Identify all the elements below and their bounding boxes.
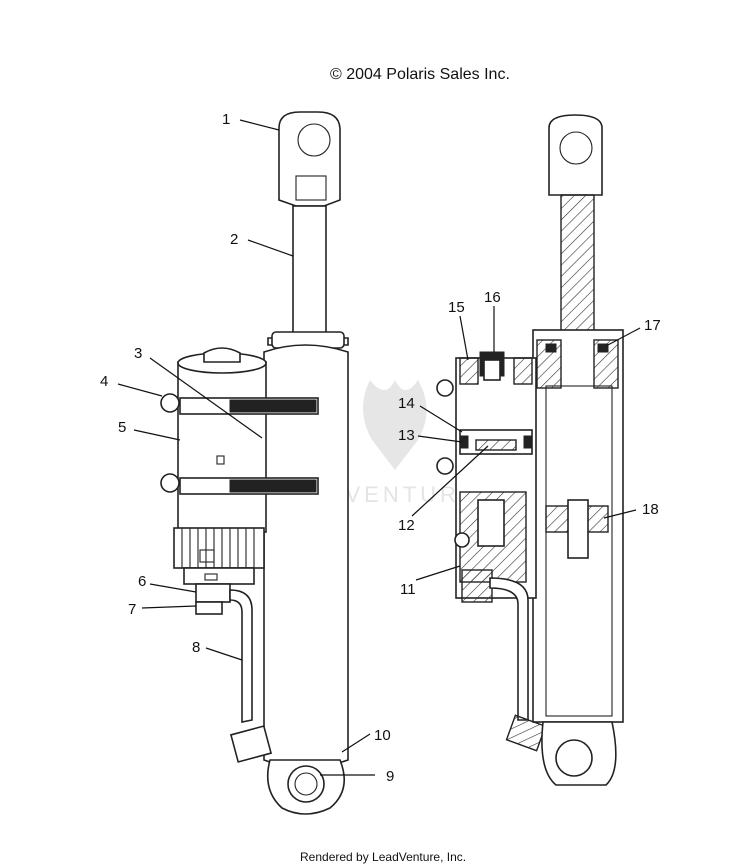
clamp-screw-lower: [160, 473, 180, 493]
callout-12: 12: [398, 517, 415, 534]
callout-labels: 1 2 3 4 5 6 7 8 9 10 11 12 13 14 15 16 1…: [100, 111, 661, 785]
callout-6: 6: [138, 573, 146, 590]
callout-14: 14: [398, 395, 415, 412]
lower-bushing: [287, 765, 325, 803]
right-shock-section: [436, 114, 624, 786]
leader-lines: [117, 119, 641, 776]
hose: [229, 589, 253, 723]
callout-2: 2: [230, 231, 238, 248]
callout-4: 4: [100, 373, 108, 390]
callout-9: 9: [386, 768, 394, 785]
reservoir: [177, 361, 267, 533]
footer-text: Rendered by LeadVenture, Inc.: [300, 850, 467, 864]
callout-8: 8: [192, 639, 200, 656]
left-shock-assembly: [160, 111, 349, 815]
hose-adapter: [229, 725, 273, 763]
callout-17: 17: [644, 317, 661, 334]
clamp-screw-upper: [160, 393, 180, 413]
callout-1: 1: [222, 111, 230, 128]
fitting-nut: [195, 601, 223, 615]
piston-rod: [292, 205, 327, 335]
callout-16: 16: [484, 289, 501, 306]
callout-13: 13: [398, 427, 415, 444]
reservoir-cap-ring: [173, 527, 265, 569]
section-rod-eye: [548, 114, 603, 196]
hose-fitting: [195, 583, 231, 603]
callout-5: 5: [118, 419, 126, 436]
callout-7: 7: [128, 601, 136, 618]
callout-15: 15: [448, 299, 465, 316]
callout-10: 10: [374, 727, 391, 744]
rod-eye: [278, 111, 341, 207]
callout-11: 11: [400, 581, 416, 598]
copyright-text: © 2004 Polaris Sales Inc.: [330, 66, 510, 83]
callout-18: 18: [642, 501, 659, 518]
callout-3: 3: [134, 345, 142, 362]
